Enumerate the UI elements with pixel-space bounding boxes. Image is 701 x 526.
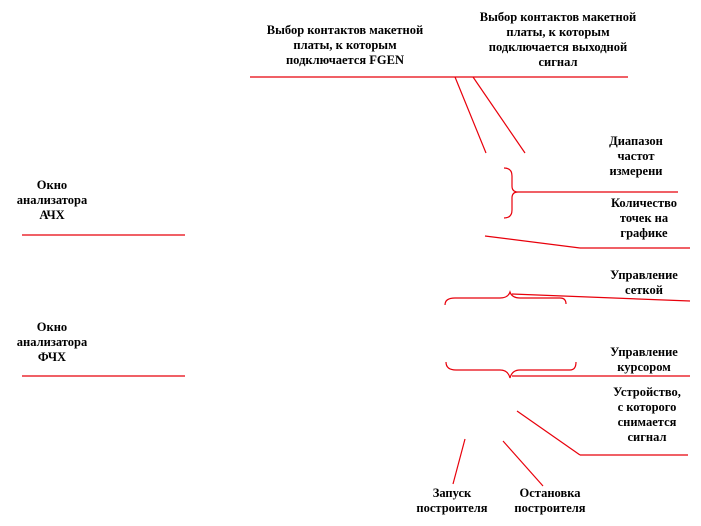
device-leader [516, 410, 581, 456]
fgen-pins-label: Выбор контактов макетной платы, к которы… [266, 23, 424, 67]
cursor-control-brace [445, 361, 577, 379]
fgen-pins-leader [454, 76, 487, 154]
afc-window-label: Окно анализатора АЧХ [16, 178, 88, 222]
start-plot-label: Запуск построителя [416, 486, 488, 515]
output-pins-leader [472, 76, 526, 154]
grid-control-brace [444, 290, 567, 306]
pfc-window-label: Окно анализатора ФЧХ [16, 320, 88, 364]
cursor-control-label: Управление курсором [610, 345, 678, 374]
points-count-leader [484, 235, 581, 249]
grid-control-leader [511, 293, 691, 302]
freq-range-brace [503, 167, 519, 219]
device-label: Устройство, с которого снимается сигнал [613, 385, 681, 444]
start-plot-leader [452, 438, 466, 485]
stop-plot-label: Остановка построителя [514, 486, 586, 515]
grid-control-label: Управление сеткой [610, 268, 678, 297]
output-pins-label: Выбор контактов макетной платы, к которы… [479, 10, 637, 69]
points-count-label: Количество точек на графике [610, 196, 678, 240]
stop-plot-leader [502, 440, 544, 487]
freq-range-label: Диапазон частот измерени [609, 134, 663, 178]
